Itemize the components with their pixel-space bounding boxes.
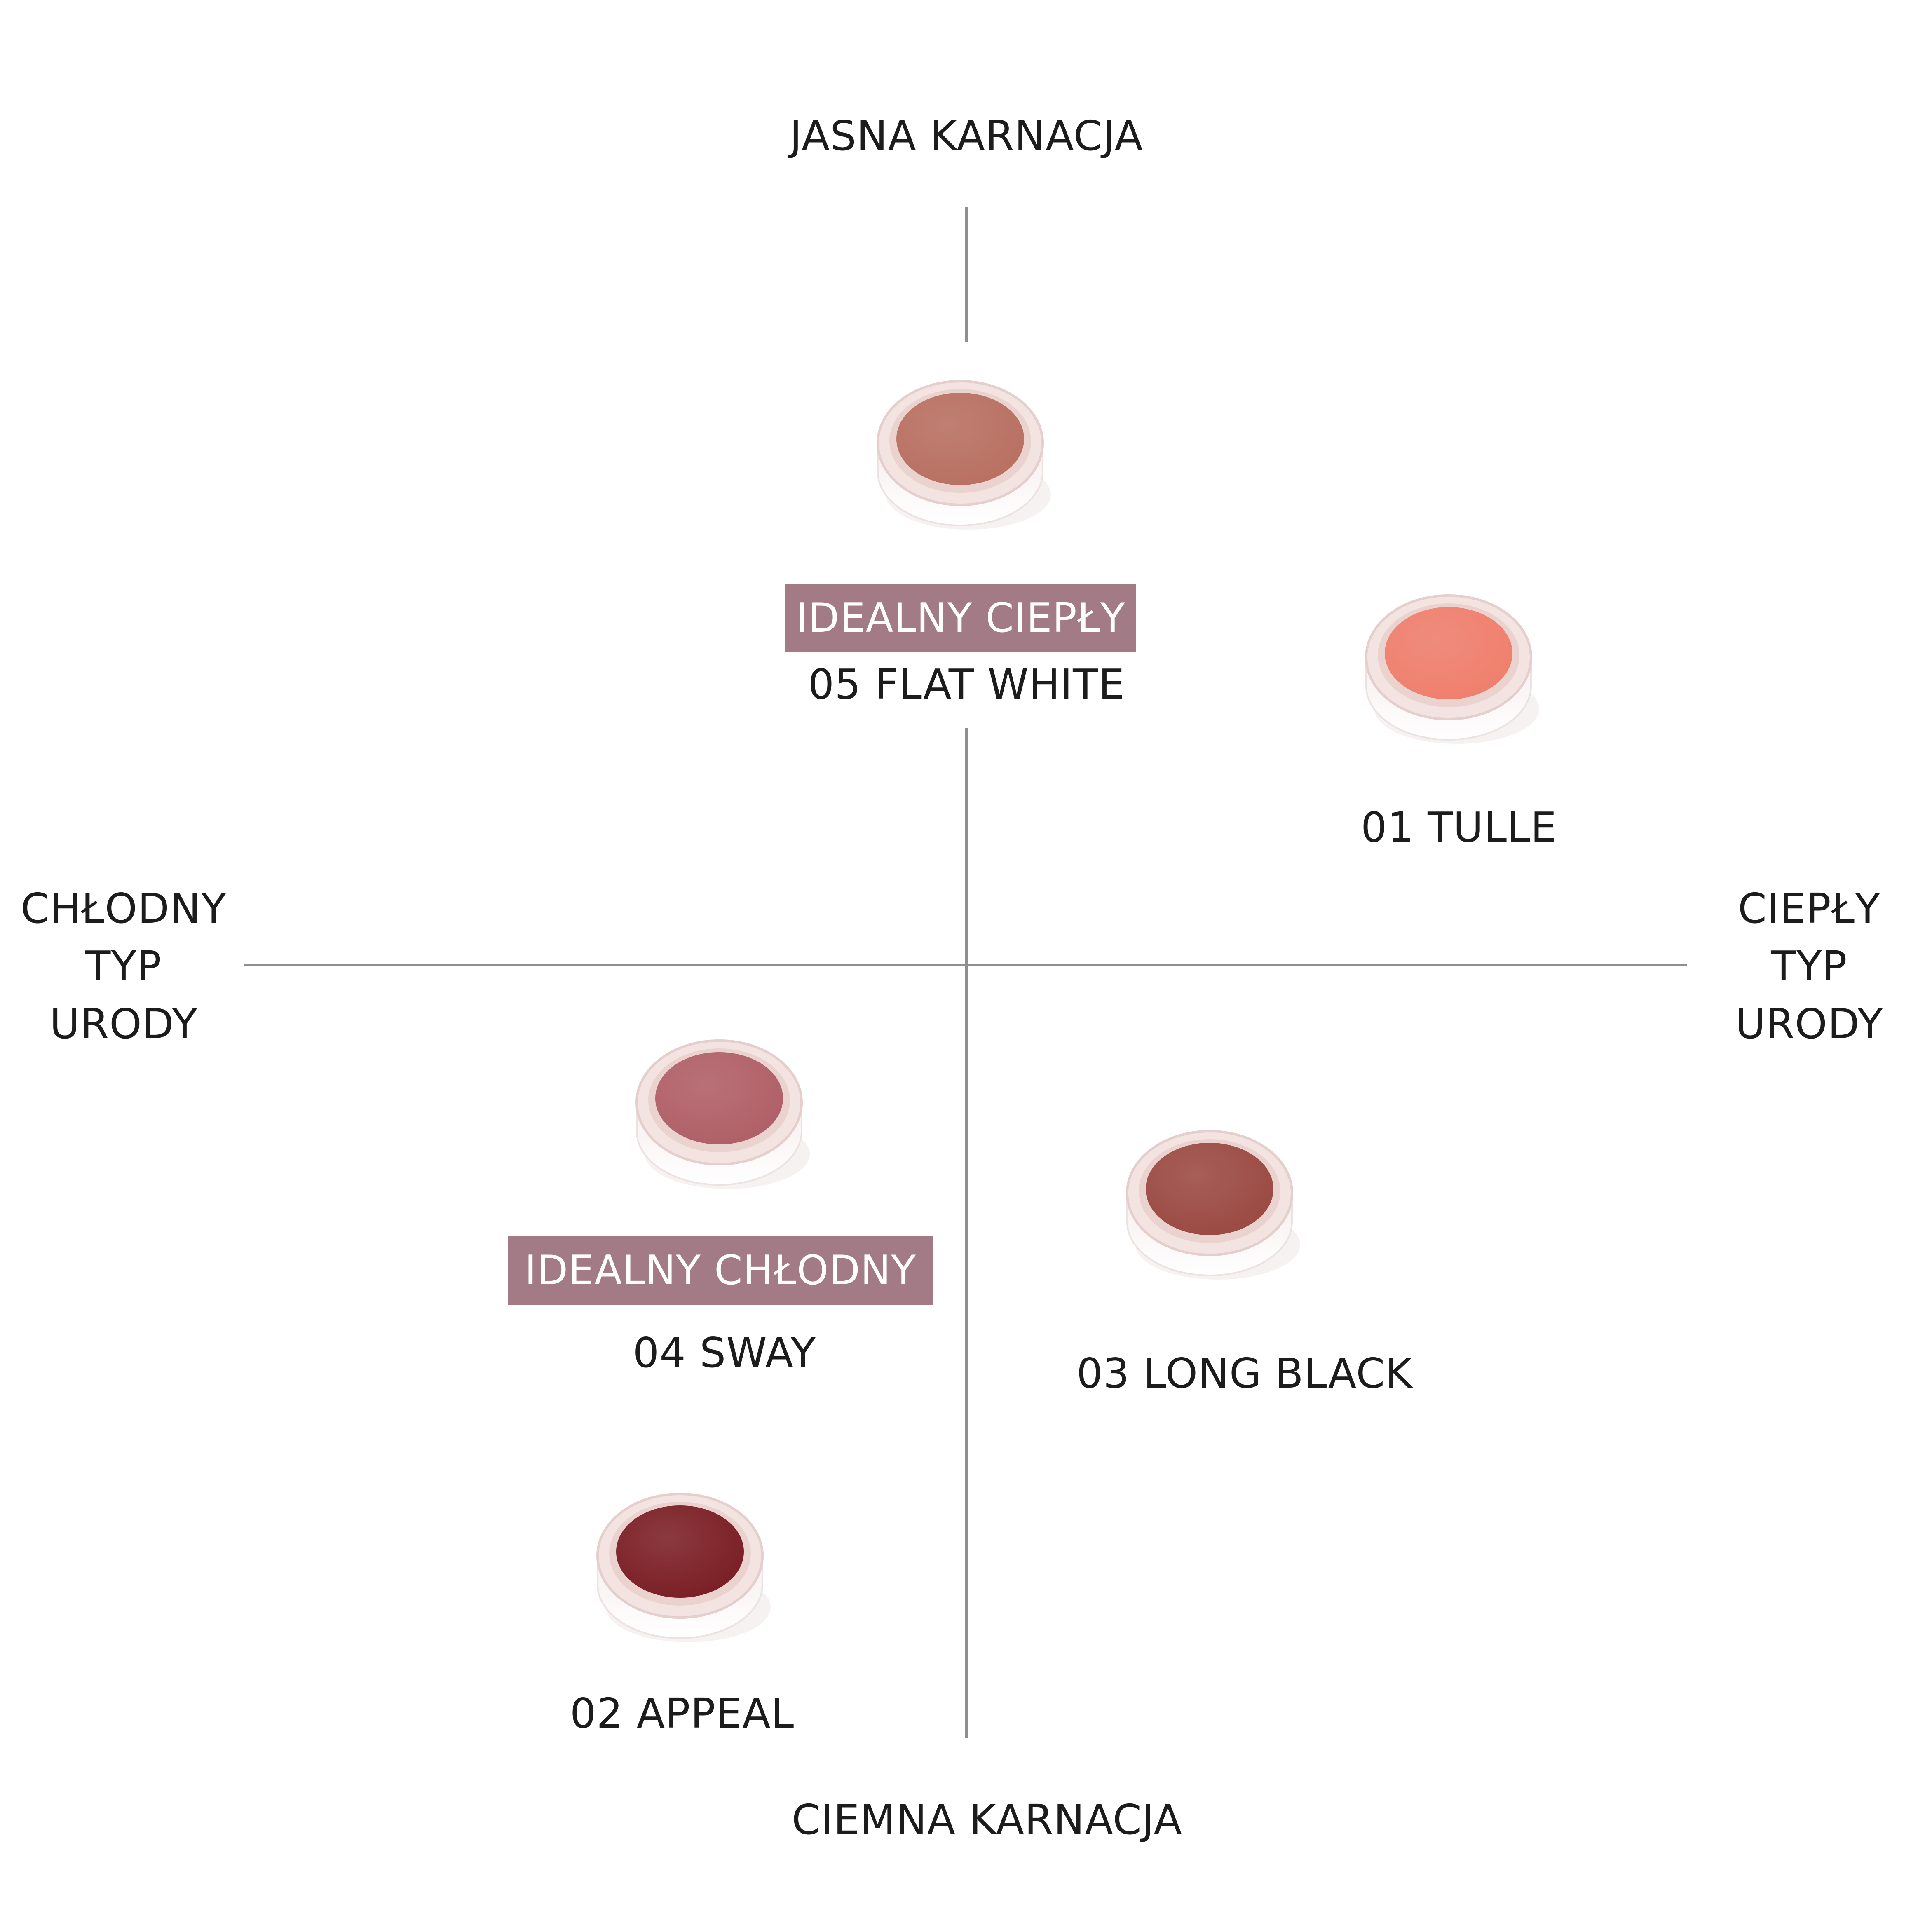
jar-02-appeal: [596, 1493, 771, 1642]
horizontal-axis: [244, 964, 1687, 966]
vertical-axis-upper: [965, 207, 968, 342]
axis-label-left-line-2: TYP: [85, 942, 162, 990]
product-label-04-sway: 04 SWAY: [633, 1329, 816, 1377]
badge-ideal-warm: IDEALNY CIEPŁY: [785, 584, 1136, 652]
badge-ideal-cool: IDEALNY CHŁODNY: [508, 1236, 933, 1305]
product-label-02-appeal: 02 APPEAL: [570, 1689, 795, 1737]
jar-balm: [1146, 1143, 1273, 1235]
jar-04-sway: [635, 1039, 810, 1189]
jar-03-long-black: [1126, 1130, 1300, 1280]
axis-label-left-line-3: URODY: [49, 1000, 198, 1048]
jar-balm: [616, 1505, 744, 1598]
jar-balm: [896, 393, 1024, 485]
axis-label-right-line-1: CIEPŁY: [1737, 884, 1881, 933]
axis-label-left: CHŁODNY TYP URODY: [0, 880, 247, 1053]
jar-balm: [655, 1052, 783, 1144]
axis-label-right-line-2: TYP: [1771, 942, 1848, 990]
axis-label-right: CIEPŁY TYP URODY: [1686, 880, 1932, 1053]
product-label-01-tulle: 01 TULLE: [1361, 803, 1557, 851]
axis-label-top: JASNA KARNACJA: [790, 112, 1143, 160]
jar-05-flat-white: [877, 380, 1051, 530]
axis-label-bottom: CIEMNA KARNACJA: [792, 1796, 1182, 1844]
vertical-axis-lower: [965, 728, 968, 1738]
jar-01-tulle: [1365, 594, 1539, 744]
product-label-03-long-black: 03 LONG BLACK: [1076, 1349, 1413, 1397]
axis-label-left-line-1: CHŁODNY: [21, 884, 227, 933]
jar-balm: [1385, 607, 1512, 699]
axis-label-right-line-3: URODY: [1735, 1000, 1883, 1048]
product-label-05-flat-white: 05 FLAT WHITE: [808, 660, 1125, 708]
